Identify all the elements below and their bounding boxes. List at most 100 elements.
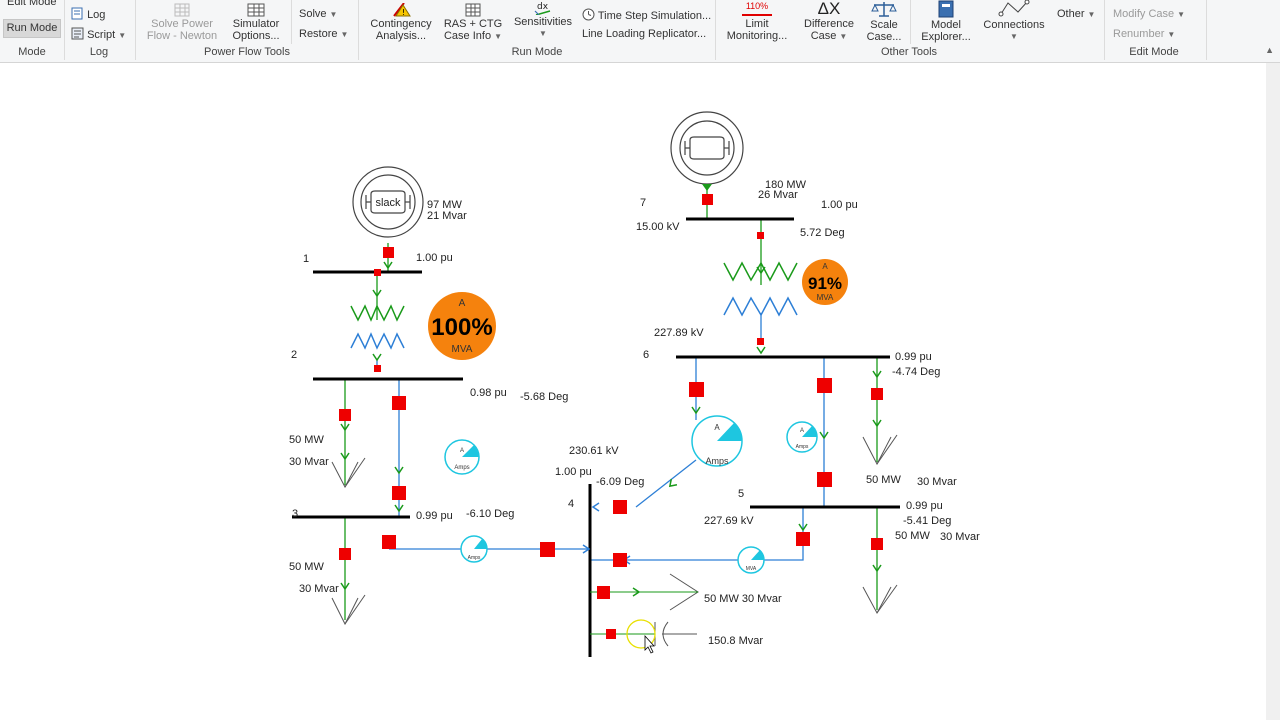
breaker-icon (796, 532, 810, 546)
solve-label: Solve (299, 8, 327, 20)
chevron-down-icon: ▼ (329, 10, 338, 19)
bus4-kv: 230.61 kV (569, 445, 619, 457)
script-button[interactable]: Script▼ (71, 27, 126, 42)
options-grid-icon (247, 3, 265, 17)
transformer-1-2-loading-gauge[interactable]: A 100% MVA (428, 292, 496, 360)
oneline-diagram[interactable]: slack (0, 63, 1266, 720)
divider (1206, 0, 1207, 60)
vertical-scrollbar[interactable] (1266, 63, 1280, 720)
ribbon: Edit Mode Run Mode Mode Log Script▼ Log … (0, 0, 1280, 63)
breaker-icon (392, 396, 406, 410)
breaker-icon (689, 382, 704, 397)
breaker-icon (817, 472, 832, 487)
other-tools-group-label: Other Tools (880, 46, 938, 58)
bus7-number: 7 (640, 197, 646, 209)
modify-case-dropdown[interactable]: Modify Case▼ (1113, 8, 1185, 21)
delta-x-icon: ΔX (817, 0, 841, 18)
load4-text: 50 MW 30 Mvar (704, 593, 782, 605)
svg-text:A: A (459, 298, 466, 309)
svg-text:Amps: Amps (454, 465, 469, 471)
bus4-number: 4 (568, 498, 574, 510)
scale-label-2: Case... (866, 31, 902, 43)
bus5-number: 5 (738, 488, 744, 500)
limit-monitoring-button[interactable]: 110% Limit Monitoring... (722, 0, 792, 42)
power-flow-group-label: Power Flow Tools (204, 46, 290, 58)
ras-ctg-case-info-button[interactable]: RAS + CTG Case Info▼ (441, 3, 505, 43)
model-label-2: Explorer... (921, 31, 971, 43)
line-loading-replicator-button[interactable]: Line Loading Replicator... (582, 28, 706, 41)
xf76-pct: 91% (808, 274, 842, 293)
line-flow-gauge-4-5[interactable]: MVA (737, 546, 765, 574)
edit-mode-button[interactable]: Edit Mode (7, 0, 57, 8)
solve-power-flow-button[interactable]: Solve Power Flow - Newton (142, 3, 222, 42)
breaker-icon (597, 586, 610, 599)
clock-icon (582, 8, 595, 21)
slack-generator-icon[interactable]: slack (352, 166, 424, 238)
breaker-icon (613, 500, 627, 514)
line-flow-gauge-5-6[interactable]: A Amps (786, 421, 818, 453)
divider (715, 0, 716, 60)
line-4-6 (635, 459, 697, 508)
line-flow-gauge-4-6[interactable]: A Amps (691, 415, 743, 467)
line-flow-gauge-2-3[interactable]: A Amps (444, 439, 480, 475)
grid-icon (174, 3, 190, 17)
chevron-down-icon: ▼ (539, 29, 547, 38)
transformer-7-6-loading-gauge[interactable]: A 91% MVA (802, 259, 848, 305)
divider (358, 0, 359, 60)
svg-text:Amps: Amps (468, 555, 481, 561)
solve-pf-label-2: Flow - Newton (146, 30, 218, 42)
breaker-icon (871, 538, 883, 550)
simulator-options-button[interactable]: Simulator Options... (226, 3, 286, 42)
generator-7-icon[interactable] (670, 111, 744, 191)
solve-dropdown[interactable]: Solve▼ (299, 8, 337, 21)
time-step-label: Time Step Simulation... (597, 10, 712, 22)
divider (910, 0, 911, 44)
transformer-7-6-icon[interactable] (723, 261, 798, 317)
mouse-cursor-icon (644, 634, 655, 654)
gen7-mw: 180 MW (765, 179, 807, 191)
bus7-pu: 1.00 pu (821, 199, 858, 211)
breakers[interactable] (339, 194, 883, 639)
model-label-1: Model (931, 19, 961, 31)
bus1-pu: 1.00 pu (416, 252, 453, 264)
transformer-1-2-icon[interactable] (350, 304, 405, 350)
limit-pct-icon: 110% (742, 0, 772, 16)
gen1-mw: 97 MW (427, 199, 462, 211)
time-step-simulation-button[interactable]: Time Step Simulation... (582, 8, 711, 23)
shunt-capacitor-4-icon[interactable] (590, 619, 697, 654)
contingency-label-2: Analysis... (375, 30, 427, 42)
chevron-down-icon: ▼ (1010, 32, 1018, 41)
model-explorer-button[interactable]: Model Explorer... (916, 0, 976, 43)
breaker-icon (613, 553, 627, 567)
connections-button[interactable]: Connections ▼ (980, 0, 1048, 43)
breaker-icon (374, 269, 381, 276)
contingency-analysis-button[interactable]: ! Contingency Analysis... (365, 3, 437, 42)
difference-case-button[interactable]: ΔX Difference Case▼ (798, 0, 860, 43)
run-mode-button[interactable]: Run Mode (3, 19, 61, 38)
other-dropdown[interactable]: Other▼ (1057, 8, 1095, 21)
bus4-deg: -6.09 Deg (596, 476, 644, 488)
diagram-labels: 97 MW 21 Mvar 1 1.00 pu 2 0.98 pu -5.68 … (289, 179, 980, 647)
divider (1104, 0, 1105, 60)
scale-case-button[interactable]: Scale Case... (864, 0, 904, 43)
sim-options-label-1: Simulator (232, 18, 280, 30)
line-flow-gauge-3-4[interactable]: Amps (460, 535, 488, 563)
other-label: Other (1057, 8, 1085, 20)
loads (331, 434, 898, 626)
log-group-label: Log (89, 46, 109, 58)
breaker-icon (339, 409, 351, 421)
divider (64, 0, 65, 60)
restore-dropdown[interactable]: Restore▼ (299, 28, 348, 41)
sensitivities-button[interactable]: dx Sensitivities ▼ (510, 1, 576, 40)
log-icon (71, 7, 83, 20)
log-button[interactable]: Log (71, 7, 105, 22)
edit-mode-group-label: Edit Mode (1129, 46, 1179, 58)
solve-pf-label-1: Solve Power (151, 18, 213, 30)
breaker-icon (757, 232, 764, 239)
gen1-mvar: 21 Mvar (427, 210, 467, 222)
load2-mvar: 30 Mvar (289, 456, 329, 468)
difference-label-1: Difference (804, 18, 854, 30)
collapse-ribbon-arrow-icon[interactable]: ▲ (1265, 45, 1274, 55)
renumber-dropdown[interactable]: Renumber▼ (1113, 28, 1175, 41)
breaker-icon (702, 194, 713, 205)
